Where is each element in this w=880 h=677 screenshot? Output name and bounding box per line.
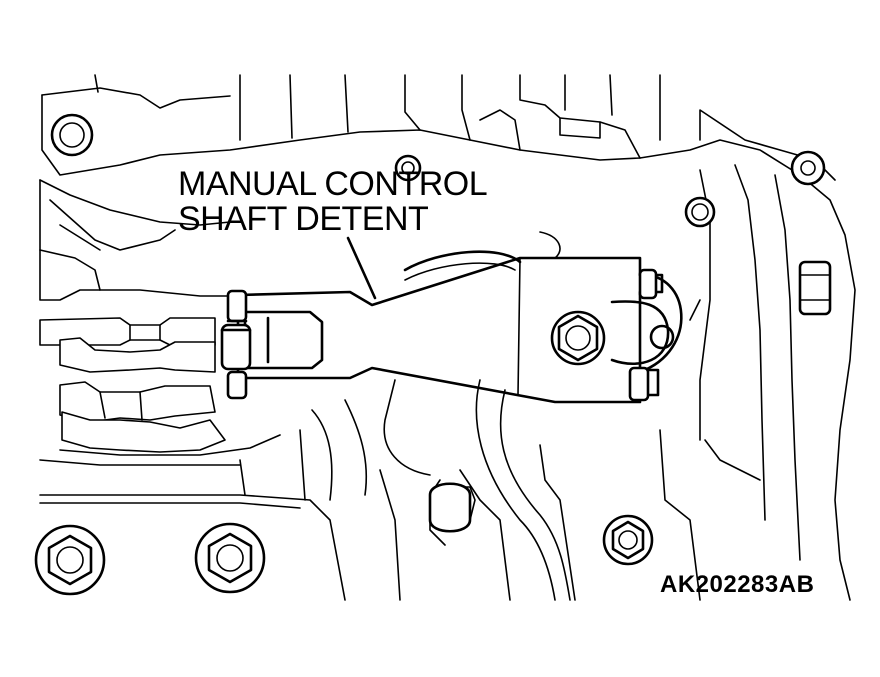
detent-lever-arm (236, 256, 683, 404)
right-middle-hole (684, 196, 716, 228)
arm-end-pins (628, 268, 658, 402)
bottom-bolt-left (34, 524, 106, 596)
wire-harness (311, 231, 571, 601)
bottom-bolt-middle (194, 522, 266, 594)
callout-label-line-2: SHAFT DETENT (178, 200, 429, 238)
upper-left-hole (50, 113, 94, 157)
lower-center-post (428, 482, 472, 533)
manual-valve-spool (39, 317, 281, 466)
detent-roller-pin (220, 289, 252, 400)
valve-body-housing (39, 74, 856, 601)
figure-id-code: AK202283AB (660, 571, 815, 598)
callout-label-line-1: MANUAL CONTROL (178, 165, 488, 203)
callout-leader-line (346, 236, 377, 300)
center-bolt (550, 310, 606, 366)
upper-middle-hole (394, 154, 422, 182)
right-edge-bolt (798, 260, 832, 316)
upper-right-bolt (790, 150, 826, 186)
bottom-bolt-right (602, 514, 654, 566)
